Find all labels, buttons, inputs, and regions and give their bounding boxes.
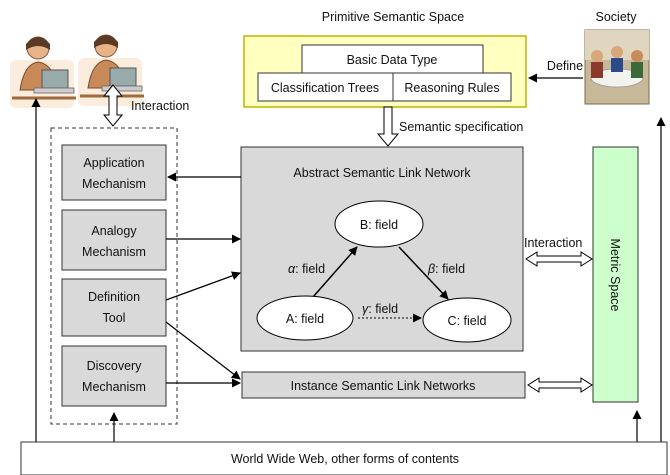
mechanism-line1: Application xyxy=(83,156,144,170)
mechanism-application: Application Mechanism xyxy=(61,144,167,201)
edge-alpha-label: α: field xyxy=(288,262,325,276)
asln-title: Abstract Semantic Link Network xyxy=(293,166,471,180)
mechanism-line1: Definition xyxy=(88,290,140,304)
society-meeting-illustration xyxy=(584,29,650,105)
world-wide-web-label: World Wide Web, other forms of contents xyxy=(231,452,459,466)
instance-networks-label: Instance Semantic Link Networks xyxy=(291,379,476,393)
mechanism-line2: Mechanism xyxy=(82,245,146,259)
mechanism-discovery: Discovery Mechanism xyxy=(61,345,167,407)
mechanism-line2: Mechanism xyxy=(82,380,146,394)
mechanism-line2: Mechanism xyxy=(82,177,146,191)
instance-double-arrow-icon xyxy=(527,377,593,393)
basic-data-type-label: Basic Data Type xyxy=(347,53,438,67)
interaction-label-top: Interaction xyxy=(131,99,189,113)
society-label: Society xyxy=(596,10,638,24)
reasoning-rules-label: Reasoning Rules xyxy=(404,81,499,95)
reasoning-rules-box xyxy=(392,72,512,102)
mechanism-line1: Discovery xyxy=(87,359,143,373)
mechanism-line1: Analogy xyxy=(91,224,137,238)
definition-to-asln-arrow xyxy=(165,271,241,301)
edge-beta-label: β: field xyxy=(427,262,465,276)
mechanism-analogy: Analogy Mechanism xyxy=(61,209,167,271)
semantic-spec-arrow-icon xyxy=(376,106,400,147)
edge-gamma-label: γ: field xyxy=(362,302,398,316)
person-illustration xyxy=(10,36,76,108)
node-c xyxy=(422,297,512,343)
metric-space-label: Metric Space xyxy=(608,239,622,312)
metric-space-box xyxy=(592,146,639,403)
interaction-label-right: Interaction xyxy=(524,236,582,250)
classification-trees-box xyxy=(257,72,394,102)
edge-alpha xyxy=(312,246,358,298)
node-a-label: A: field xyxy=(286,312,324,326)
interaction-double-arrow-icon xyxy=(102,84,124,127)
edge-beta xyxy=(398,246,449,300)
primitive-space-title: Primitive Semantic Space xyxy=(322,10,464,24)
world-wide-web-box xyxy=(20,441,668,475)
definition-to-instance-arrow xyxy=(165,321,241,380)
node-b-label: B: field xyxy=(360,218,398,232)
mechanism-definition-tool: Definition Tool xyxy=(61,278,167,337)
node-a xyxy=(256,295,354,341)
semantic-spec-label: Semantic specification xyxy=(399,120,523,134)
classification-trees-label: Classification Trees xyxy=(271,81,379,95)
mechanism-line2: Tool xyxy=(103,311,126,325)
interaction-double-arrow-icon xyxy=(525,251,593,267)
node-b xyxy=(334,200,424,248)
instance-semantic-link-networks-box xyxy=(241,371,526,399)
people-at-computers-illustration xyxy=(10,34,144,108)
node-c-label: C: field xyxy=(448,314,487,328)
basic-data-type-box xyxy=(301,44,484,74)
define-label: Define xyxy=(547,59,583,73)
person-illustration xyxy=(78,34,144,106)
